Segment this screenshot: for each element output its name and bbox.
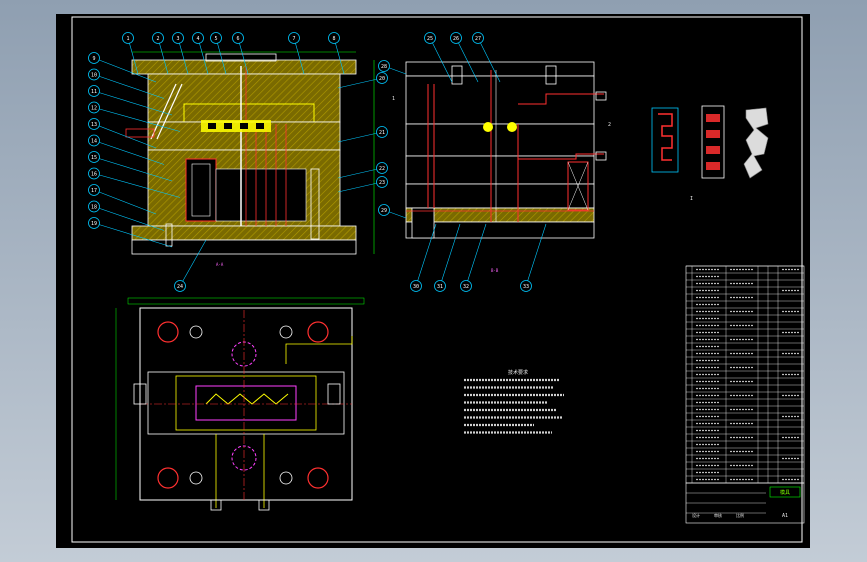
svg-text:3: 3 bbox=[176, 36, 179, 42]
callout-7: 7 bbox=[288, 32, 305, 75]
svg-text:5: 5 bbox=[214, 36, 217, 42]
svg-text:13: 13 bbox=[91, 122, 97, 128]
callout-20: 20 bbox=[337, 72, 388, 89]
svg-text:20: 20 bbox=[379, 76, 385, 82]
svg-text:9: 9 bbox=[92, 56, 95, 62]
callout-13: 13 bbox=[88, 118, 157, 149]
notes-title: 技术要求 bbox=[508, 369, 528, 376]
callout-14: 14 bbox=[88, 134, 165, 165]
callout-18: 18 bbox=[88, 200, 165, 231]
callout-28: 28 bbox=[378, 60, 407, 75]
svg-text:23: 23 bbox=[379, 180, 385, 186]
technical-notes: 技术要求 bbox=[464, 369, 564, 434]
callout-30: 30 bbox=[410, 223, 437, 292]
svg-text:24: 24 bbox=[177, 284, 183, 290]
callout-17: 17 bbox=[88, 184, 157, 215]
callout-1: 1 bbox=[122, 32, 139, 75]
title-footer-cell: 审核 bbox=[714, 512, 722, 518]
callout-3: 3 bbox=[172, 32, 189, 75]
annotation-right: 2 bbox=[608, 122, 611, 128]
drawing-border bbox=[71, 16, 803, 543]
svg-text:12: 12 bbox=[91, 105, 97, 111]
svg-text:28: 28 bbox=[381, 64, 387, 70]
svg-text:32: 32 bbox=[463, 284, 469, 290]
svg-text:14: 14 bbox=[91, 138, 97, 144]
svg-text:30: 30 bbox=[413, 284, 419, 290]
detail-label: I bbox=[690, 196, 693, 202]
callout-19: 19 bbox=[88, 217, 173, 248]
callout-5: 5 bbox=[210, 32, 227, 75]
title-footer-cell: 设计 bbox=[692, 512, 700, 518]
svg-text:11: 11 bbox=[91, 89, 97, 95]
svg-text:29: 29 bbox=[381, 208, 387, 214]
callout-15: 15 bbox=[88, 151, 173, 182]
callout-6: 6 bbox=[232, 32, 249, 75]
callout-31: 31 bbox=[434, 223, 461, 292]
title-name: 模具 bbox=[780, 489, 790, 496]
svg-text:7: 7 bbox=[292, 36, 295, 42]
right-section-view: B-B 1 2 bbox=[392, 61, 611, 273]
svg-text:33: 33 bbox=[523, 284, 529, 290]
title-footer-cell: 比例 bbox=[736, 512, 744, 518]
callout-25: 25 bbox=[424, 32, 453, 83]
svg-text:25: 25 bbox=[427, 36, 433, 42]
plan-view bbox=[115, 297, 365, 511]
left-section-view: A-A bbox=[125, 51, 375, 267]
svg-text:4: 4 bbox=[196, 36, 199, 42]
callout-2: 2 bbox=[152, 32, 169, 75]
svg-text:19: 19 bbox=[91, 221, 97, 227]
part-detail-view: I bbox=[651, 105, 769, 202]
callout-27: 27 bbox=[472, 32, 501, 83]
right-view-caption: B-B bbox=[491, 268, 499, 273]
callout-23: 23 bbox=[337, 176, 388, 193]
callout-8: 8 bbox=[328, 32, 345, 75]
callout-22: 22 bbox=[337, 162, 388, 179]
callout-24: 24 bbox=[174, 239, 207, 292]
svg-text:15: 15 bbox=[91, 155, 97, 161]
right-view-callouts: 25 26 27 28 29 30 31 32 33 bbox=[378, 32, 547, 292]
callout-9: 9 bbox=[88, 52, 157, 83]
svg-text:1: 1 bbox=[126, 36, 129, 42]
callout-11: 11 bbox=[88, 85, 173, 116]
drawing-number: A1 bbox=[782, 513, 788, 519]
callout-10: 10 bbox=[88, 68, 165, 99]
svg-text:31: 31 bbox=[437, 284, 443, 290]
title-block: 设计 审核 比例 模具 A1 bbox=[685, 265, 805, 524]
callout-12: 12 bbox=[88, 101, 181, 132]
svg-text:21: 21 bbox=[379, 130, 385, 136]
callout-32: 32 bbox=[460, 223, 487, 292]
callout-29: 29 bbox=[378, 204, 407, 219]
svg-text:6: 6 bbox=[236, 36, 239, 42]
svg-text:18: 18 bbox=[91, 204, 97, 210]
svg-text:17: 17 bbox=[91, 188, 97, 194]
svg-text:10: 10 bbox=[91, 72, 97, 78]
svg-text:8: 8 bbox=[332, 36, 335, 42]
callout-33: 33 bbox=[520, 223, 547, 292]
callout-4: 4 bbox=[192, 32, 209, 75]
left-view-caption: A-A bbox=[216, 262, 224, 267]
annotation-left: 1 bbox=[392, 96, 395, 102]
svg-text:16: 16 bbox=[91, 171, 97, 177]
svg-text:22: 22 bbox=[379, 166, 385, 172]
callout-21: 21 bbox=[337, 126, 388, 143]
callout-16: 16 bbox=[88, 167, 181, 198]
svg-text:26: 26 bbox=[453, 36, 459, 42]
svg-text:2: 2 bbox=[156, 36, 159, 42]
svg-text:27: 27 bbox=[475, 36, 481, 42]
callout-26: 26 bbox=[450, 32, 479, 83]
